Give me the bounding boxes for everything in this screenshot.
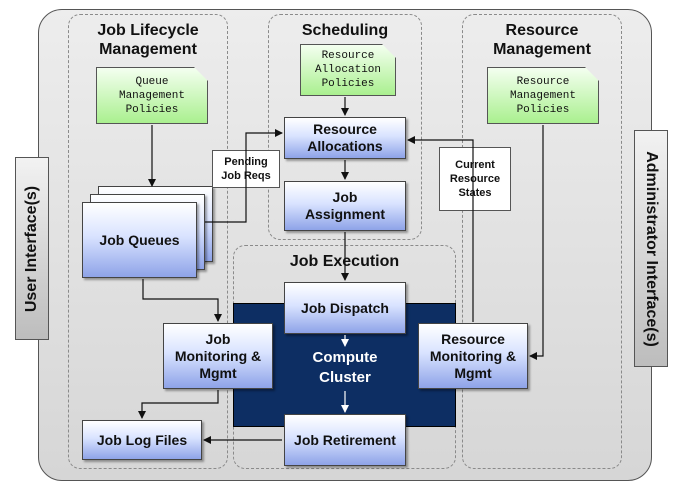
- arrow-queues-to-allocations: [205, 129, 283, 223]
- administrator-interfaces-bar: Administrator Interface(s): [634, 130, 668, 367]
- job-monitoring-box: Job Monitoring & Mgmt: [163, 323, 273, 389]
- resource-allocations-box: Resource Allocations: [284, 117, 406, 159]
- compute-cluster-label: Compute Cluster: [312, 349, 378, 386]
- resource-allocation-policies: Resource Allocation Policies: [300, 44, 396, 96]
- current-resource-states-label: Current Resource States: [439, 147, 511, 211]
- job-log-files-box: Job Log Files: [82, 420, 202, 460]
- resource-management-section: Resource Management: [462, 14, 622, 469]
- resource-management-title: Resource Management: [493, 22, 591, 58]
- job-lifecycle-title: Job Lifecycle Management: [97, 22, 199, 58]
- scheduling-title: Scheduling: [301, 22, 389, 39]
- arrow-resource-policies-to-monitoring: [529, 125, 544, 360]
- job-dispatch-box: Job Dispatch: [284, 282, 406, 334]
- arrow-resource-monitoring-to-allocations: [407, 136, 474, 322]
- job-assignment-box: Job Assignment: [284, 181, 406, 231]
- job-execution-title: Job Execution: [289, 253, 400, 270]
- arrow-queues-to-job-monitoring: [142, 279, 222, 322]
- job-lifecycle-section: Job Lifecycle Management: [68, 14, 228, 469]
- resource-monitoring-box: Resource Monitoring & Mgmt: [418, 323, 528, 389]
- user-interfaces-bar: User Interface(s): [15, 157, 49, 340]
- resource-management-policies: Resource Management Policies: [487, 67, 599, 124]
- job-retirement-box: Job Retirement: [284, 414, 406, 466]
- queue-management-policies: Queue Management Policies: [96, 67, 208, 124]
- arrow-monitoring-to-log-files: [138, 390, 219, 419]
- job-queues-box: Job Queues: [82, 202, 197, 278]
